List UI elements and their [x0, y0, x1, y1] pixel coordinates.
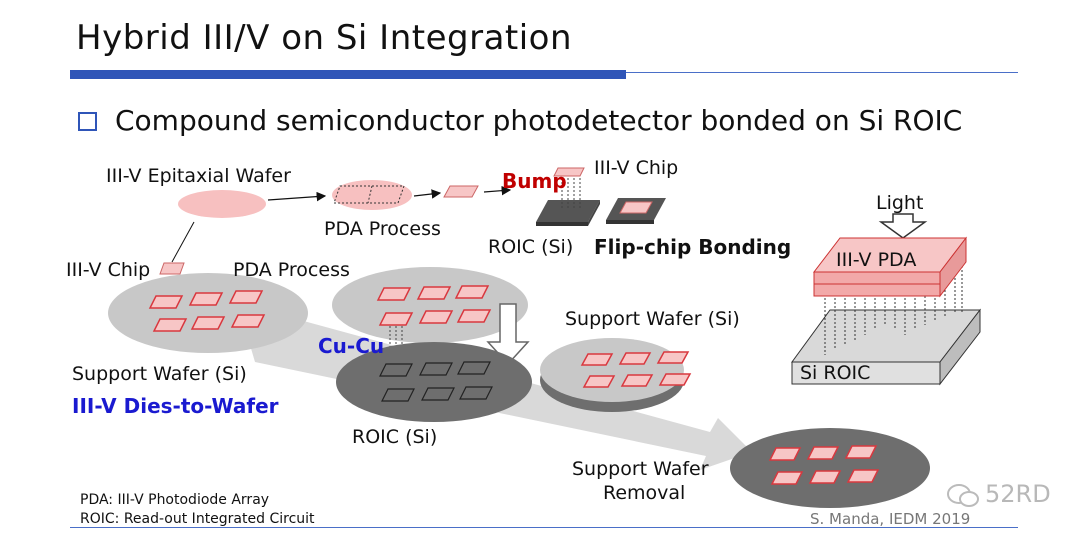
- si-roic-side: [939, 308, 981, 386]
- bonded-chip: [619, 201, 653, 214]
- title-underline-accent: [70, 70, 626, 79]
- support-wafer-right-label: Support Wafer (Si): [565, 308, 740, 330]
- roic-si-top-label: ROIC (Si): [488, 236, 574, 258]
- arrow-chip-to-bond: [483, 185, 512, 196]
- iiiv-chip-left-label: III-V Chip: [66, 259, 151, 281]
- dies-mid: [376, 285, 492, 326]
- pda-wafer-mid: [332, 267, 528, 343]
- iiiv-pda-label: III-V PDA: [836, 249, 917, 271]
- down-arrow-icon: [486, 303, 530, 366]
- arrow-epi-to-chip: [171, 221, 195, 263]
- support-removal-label-1: Support Wafer: [572, 458, 709, 480]
- support-wafer-left-label: Support Wafer (Si): [72, 363, 247, 385]
- wechat-icon: [947, 484, 979, 507]
- pda-wafer-top: [332, 180, 412, 210]
- iiiv-chip-small: [159, 262, 185, 275]
- support-wafer-left: [108, 273, 308, 353]
- arrow-epi-to-pda: [267, 191, 327, 202]
- iiiv-pda-side: [939, 236, 967, 298]
- dies-final: [768, 445, 880, 485]
- cu-cu-label: Cu-Cu: [318, 334, 385, 358]
- roic-die-outlines: [379, 361, 493, 402]
- dies-right: [580, 351, 692, 388]
- pda-process-top-label: PDA Process: [324, 218, 441, 240]
- pda-process-mid-label: PDA Process: [233, 259, 350, 281]
- watermark: 52RD: [985, 480, 1051, 508]
- bump-label: Bump: [502, 169, 567, 193]
- roic-block-1: [536, 200, 600, 222]
- diced-chip: [443, 185, 479, 198]
- light-arrow-icon: [878, 213, 928, 239]
- dies-to-wafer-label: III-V Dies-to-Wafer: [72, 394, 279, 418]
- bottom-rule: [70, 527, 1018, 528]
- epitaxial-wafer-label: III-V Epitaxial Wafer: [106, 165, 291, 187]
- dies-left: [148, 290, 266, 332]
- light-label: Light: [876, 192, 924, 214]
- iiiv-chip-floating: [553, 167, 585, 177]
- support-wafer-right: [540, 338, 684, 402]
- citation: S. Manda, IEDM 2019: [810, 510, 971, 528]
- footnote-pda: PDA: III-V Photodiode Array: [80, 492, 270, 508]
- roic-si-center-label: ROIC (Si): [352, 426, 438, 448]
- support-removal-label-2: Removal: [603, 482, 686, 504]
- slide-title: Hybrid III/V on Si Integration: [76, 18, 573, 58]
- final-wafer: [730, 428, 930, 508]
- epitaxial-wafer: [178, 190, 266, 218]
- si-roic-label: Si ROIC: [800, 362, 871, 384]
- arrow-pda-to-chip: [413, 189, 442, 199]
- flip-chip-label: Flip-chip Bonding: [594, 235, 792, 259]
- bullet-text: Compound semiconductor photodetector bon…: [115, 104, 963, 137]
- iiiv-chip-top-label: III-V Chip: [594, 157, 679, 179]
- footnote-roic: ROIC: Read-out Integrated Circuit: [80, 511, 315, 527]
- bullet-square-icon: [78, 112, 97, 131]
- title-underline-rule: [626, 72, 1018, 73]
